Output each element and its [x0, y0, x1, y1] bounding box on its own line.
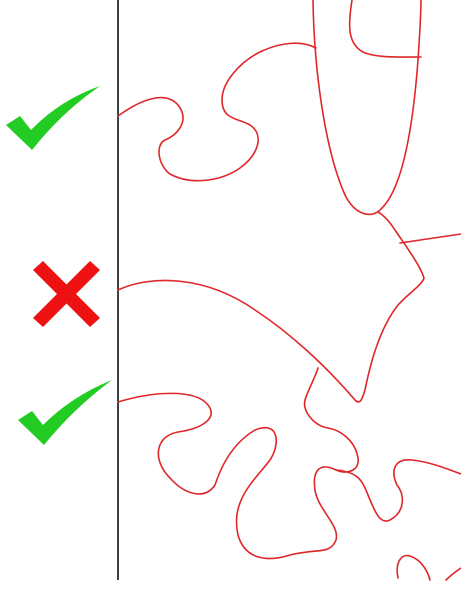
- puzzle-edge: [118, 368, 358, 558]
- check-icon: [18, 380, 112, 445]
- puzzle-edge: [397, 556, 430, 580]
- puzzle-edge: [400, 234, 461, 243]
- check-icon: [6, 86, 100, 150]
- cross-icon: [33, 261, 100, 327]
- puzzle-edge: [313, 0, 421, 214]
- puzzle-edge: [118, 212, 424, 402]
- puzzle-edge: [350, 0, 421, 57]
- puzzle-edge: [446, 568, 461, 580]
- puzzle-edge: [118, 43, 316, 180]
- puzzle-outlines: [118, 0, 461, 580]
